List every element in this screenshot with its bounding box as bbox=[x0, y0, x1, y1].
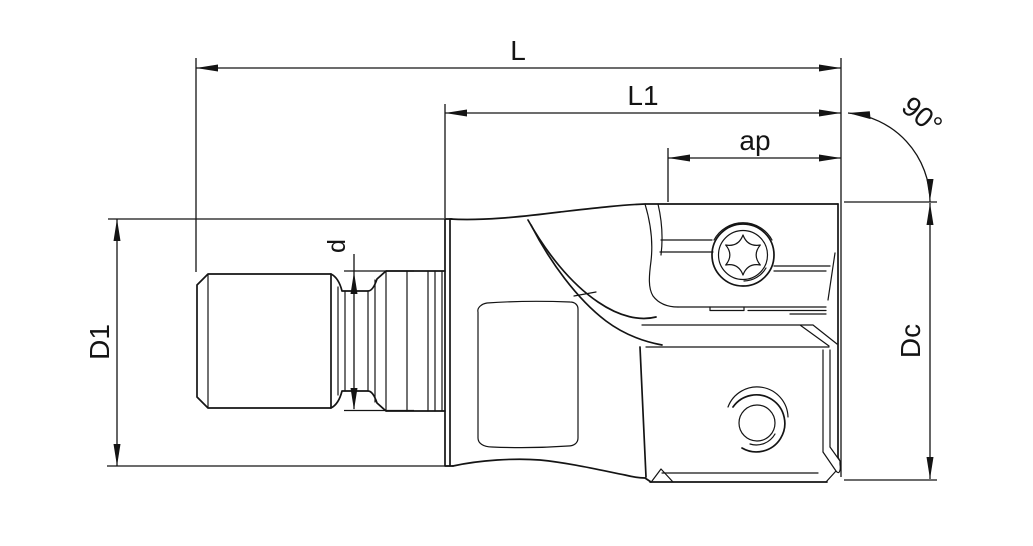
dimension-d: d bbox=[323, 239, 414, 412]
head-front-edge bbox=[639, 346, 647, 478]
torx-screw bbox=[711, 222, 775, 287]
insert-top-edges bbox=[659, 239, 714, 253]
dim-ap-arrow-right bbox=[819, 154, 841, 162]
hole-accent-arc-bottom bbox=[749, 433, 776, 446]
dimension-label-d: d bbox=[323, 239, 351, 253]
dim-L-arrow-right bbox=[819, 64, 841, 72]
torx-star-icon bbox=[725, 234, 761, 276]
head-top-edge bbox=[449, 203, 839, 221]
bottom-right-tip bbox=[822, 446, 841, 483]
insert-pocket-edge-2 bbox=[657, 203, 663, 256]
flute-lower-curve bbox=[530, 224, 663, 346]
groove-lines bbox=[337, 270, 443, 412]
flute-tick bbox=[573, 291, 597, 297]
dimension-D1: D1 bbox=[84, 218, 453, 467]
dim-L1-arrow-left bbox=[445, 109, 467, 117]
insert-seat-lines bbox=[677, 306, 827, 315]
angle-arrow-start bbox=[848, 111, 871, 120]
dimension-label-L1: L1 bbox=[627, 80, 658, 111]
cutter-head bbox=[449, 203, 841, 483]
screw-head-outer bbox=[711, 223, 775, 287]
dimension-L1: L1 bbox=[444, 80, 841, 218]
dim-d-arrow-top bbox=[350, 272, 358, 294]
flange bbox=[444, 218, 454, 467]
insert-seat-notch bbox=[709, 306, 745, 312]
hole-inner-circle bbox=[738, 404, 776, 442]
head-step-lines bbox=[641, 324, 838, 348]
flute-upper-curve bbox=[527, 219, 657, 320]
dim-Dc-arrow-bottom bbox=[926, 457, 934, 479]
hole-accent-arc-top bbox=[727, 386, 789, 418]
shank-cylinder bbox=[196, 273, 332, 409]
dimension-ap: ap bbox=[667, 125, 841, 202]
dim-D1-arrow-bottom bbox=[113, 444, 121, 466]
tool-shank bbox=[196, 273, 332, 409]
cutting-insert bbox=[659, 239, 836, 315]
dimension-Dc: Dc bbox=[844, 201, 937, 481]
hole-counterbore-arc bbox=[732, 394, 786, 453]
right-corner-band bbox=[822, 349, 831, 453]
bottom-left-notch bbox=[651, 468, 674, 483]
flange-disc bbox=[444, 218, 454, 467]
dim-Dc-arrow-top bbox=[926, 203, 934, 225]
screw-accent-arc-bottom bbox=[743, 267, 767, 282]
screw-accent-arc-top bbox=[713, 222, 773, 241]
angle-arrow-end bbox=[926, 179, 934, 201]
dim-L-arrow-left bbox=[196, 64, 218, 72]
dimension-label-Dc: Dc bbox=[895, 324, 926, 358]
head-underside bbox=[452, 458, 652, 483]
screw-head-inner bbox=[717, 229, 769, 281]
dim-D1-arrow-top bbox=[113, 219, 121, 241]
body-panel bbox=[477, 300, 579, 449]
dimension-label-angle: 90° bbox=[896, 90, 948, 141]
dimension-label-D1: D1 bbox=[84, 324, 115, 360]
dim-d-arrow-bottom bbox=[350, 388, 358, 410]
insert-right-edges bbox=[773, 252, 836, 301]
chip-flute bbox=[527, 219, 663, 346]
clamp-screw-hole bbox=[727, 386, 789, 453]
insert-pocket-edge bbox=[644, 203, 679, 308]
dimension-label-L: L bbox=[510, 35, 526, 66]
shank-neck-groove bbox=[330, 270, 446, 412]
dimension-L: L bbox=[195, 35, 842, 477]
dimension-label-ap: ap bbox=[739, 125, 770, 156]
dimension-angle-90: 90° bbox=[847, 90, 948, 203]
dim-ap-arrow-left bbox=[668, 154, 690, 162]
dim-L1-arrow-right bbox=[819, 109, 841, 117]
